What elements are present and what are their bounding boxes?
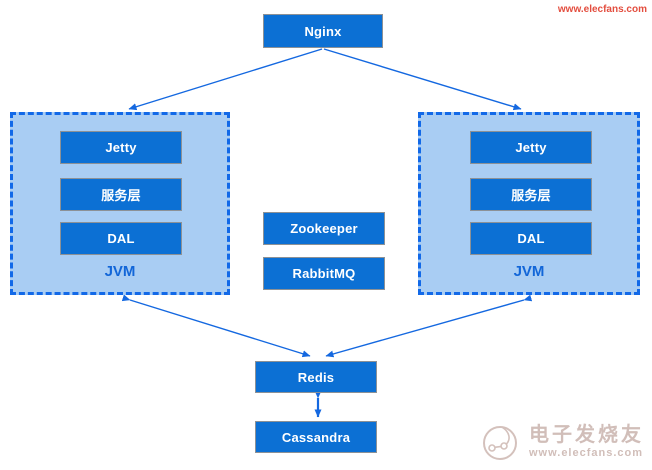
watermark-text: 电子发烧友 www.elecfans.com [529, 425, 644, 459]
elecfans-logo-icon [483, 426, 517, 460]
service-layer-node-left: 服务层 [60, 178, 182, 211]
elecfans-watermark: 电子发烧友 www.elecfans.com [481, 422, 644, 462]
redis-node: Redis [255, 361, 377, 393]
watermark-site-name: 电子发烧友 [529, 424, 644, 446]
jvm-label-left: JVM [104, 263, 136, 280]
dal-node-left: DAL [60, 222, 182, 255]
rabbitmq-node: RabbitMQ [263, 257, 385, 290]
zookeeper-node: Zookeeper [263, 212, 385, 245]
edge-jvm-right-redis [325, 294, 533, 358]
edge-jvm-left-redis [121, 294, 311, 358]
jvm-container-right: Jetty 服务层 DAL JVM [418, 112, 640, 295]
edge-nginx-jvm-left [128, 48, 323, 111]
nginx-node: Nginx [263, 14, 383, 48]
watermark-site-url: www.elecfans.com [529, 447, 644, 459]
cassandra-node: Cassandra [255, 421, 377, 453]
jvm-label-right: JVM [513, 263, 545, 280]
edge-nginx-jvm-right [323, 48, 522, 111]
corner-watermark-url: www.elecfans.com [557, 4, 647, 15]
jvm-container-left: Jetty 服务层 DAL JVM [10, 112, 230, 295]
jetty-node-right: Jetty [470, 131, 592, 164]
dal-node-right: DAL [470, 222, 592, 255]
service-layer-node-right: 服务层 [470, 178, 592, 211]
jetty-node-left: Jetty [60, 131, 182, 164]
